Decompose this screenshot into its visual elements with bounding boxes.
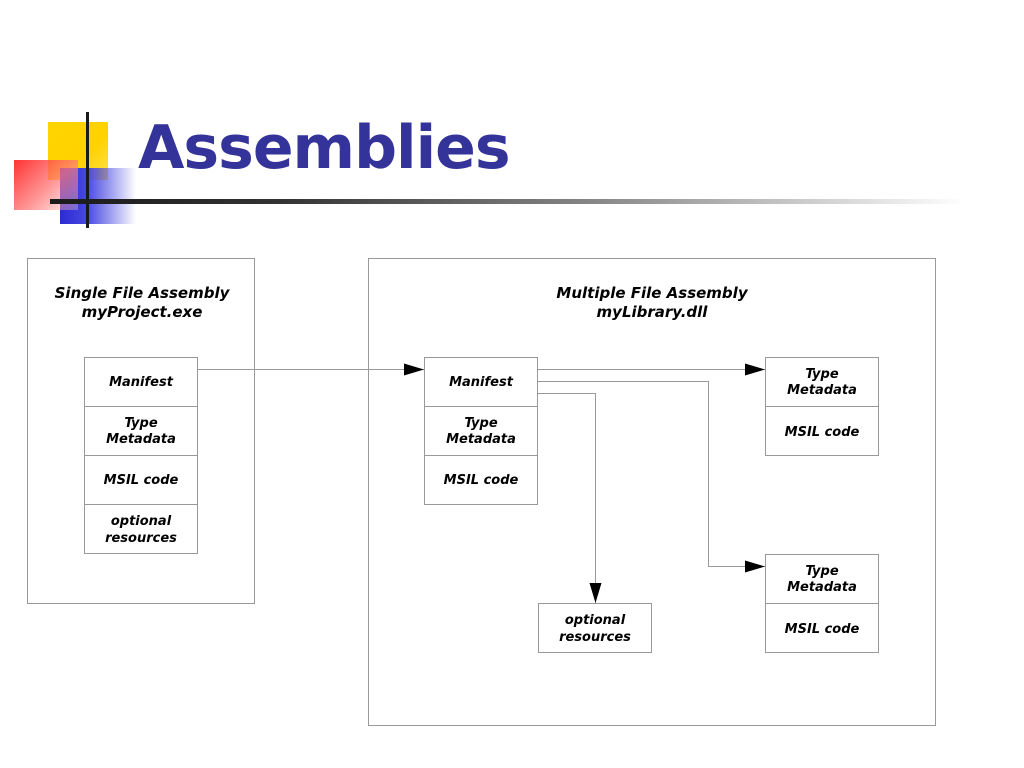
multi-type-metadata-cell: [424, 406, 538, 456]
multi-optional-label: optional: [565, 613, 626, 628]
slide-title: Assemblies: [138, 113, 511, 183]
single-msil-label: MSIL code: [104, 473, 179, 488]
single-manifest-label: Manifest: [109, 375, 174, 390]
module-bottom-type-label: Type: [805, 564, 838, 579]
connectors: [197, 363, 765, 603]
module-bottom-msil-cell: [765, 603, 879, 653]
multi-manifest-label: Manifest: [449, 375, 514, 390]
multi-msil-label: MSIL code: [444, 473, 519, 488]
multi-msil-cell: [424, 455, 538, 505]
title-underline: [50, 199, 965, 204]
arrow-manifest-to-module-bottom: [537, 381, 765, 573]
single-type-metadata-cell: [84, 406, 198, 456]
multi-type-label: Type: [464, 416, 497, 431]
module-top-metadata-label: Metadata: [787, 383, 857, 398]
module-top-type-cell: [765, 357, 879, 407]
single-file-assembly: Single File Assembly myProject.exe Manif…: [27, 258, 255, 604]
module-bottom-msil-label: MSIL code: [785, 622, 860, 637]
module-bottom-metadata-label: Metadata: [787, 580, 857, 595]
multi-resources-cell: [538, 603, 652, 653]
single-metadata-label: Metadata: [106, 432, 176, 447]
single-msil-cell: [84, 455, 198, 505]
module-top-msil-cell: [765, 406, 879, 456]
multiple-file-assembly: Multiple File Assembly myLibrary.dll Man…: [368, 258, 936, 726]
multiple-assembly-title: Multiple File Assembly: [556, 284, 748, 302]
multi-resources-label: resources: [559, 630, 631, 645]
single-manifest-cell: [84, 357, 198, 407]
multi-metadata-label: Metadata: [446, 432, 516, 447]
single-assembly-title: Single File Assembly: [55, 284, 231, 302]
module-top-type-label: Type: [805, 367, 838, 382]
multiple-assembly-filename: myLibrary.dll: [597, 303, 709, 321]
single-optional-label: optional: [111, 514, 172, 529]
single-type-label: Type: [124, 416, 157, 431]
single-resources-cell: [84, 504, 198, 554]
module-top-msil-label: MSIL code: [785, 425, 860, 440]
single-assembly-filename: myProject.exe: [82, 303, 203, 321]
single-resources-label: resources: [105, 531, 177, 546]
decor-vertical-line: [86, 112, 89, 228]
module-bottom-type-cell: [765, 554, 879, 604]
arrow-manifest-to-resources: [537, 393, 602, 603]
